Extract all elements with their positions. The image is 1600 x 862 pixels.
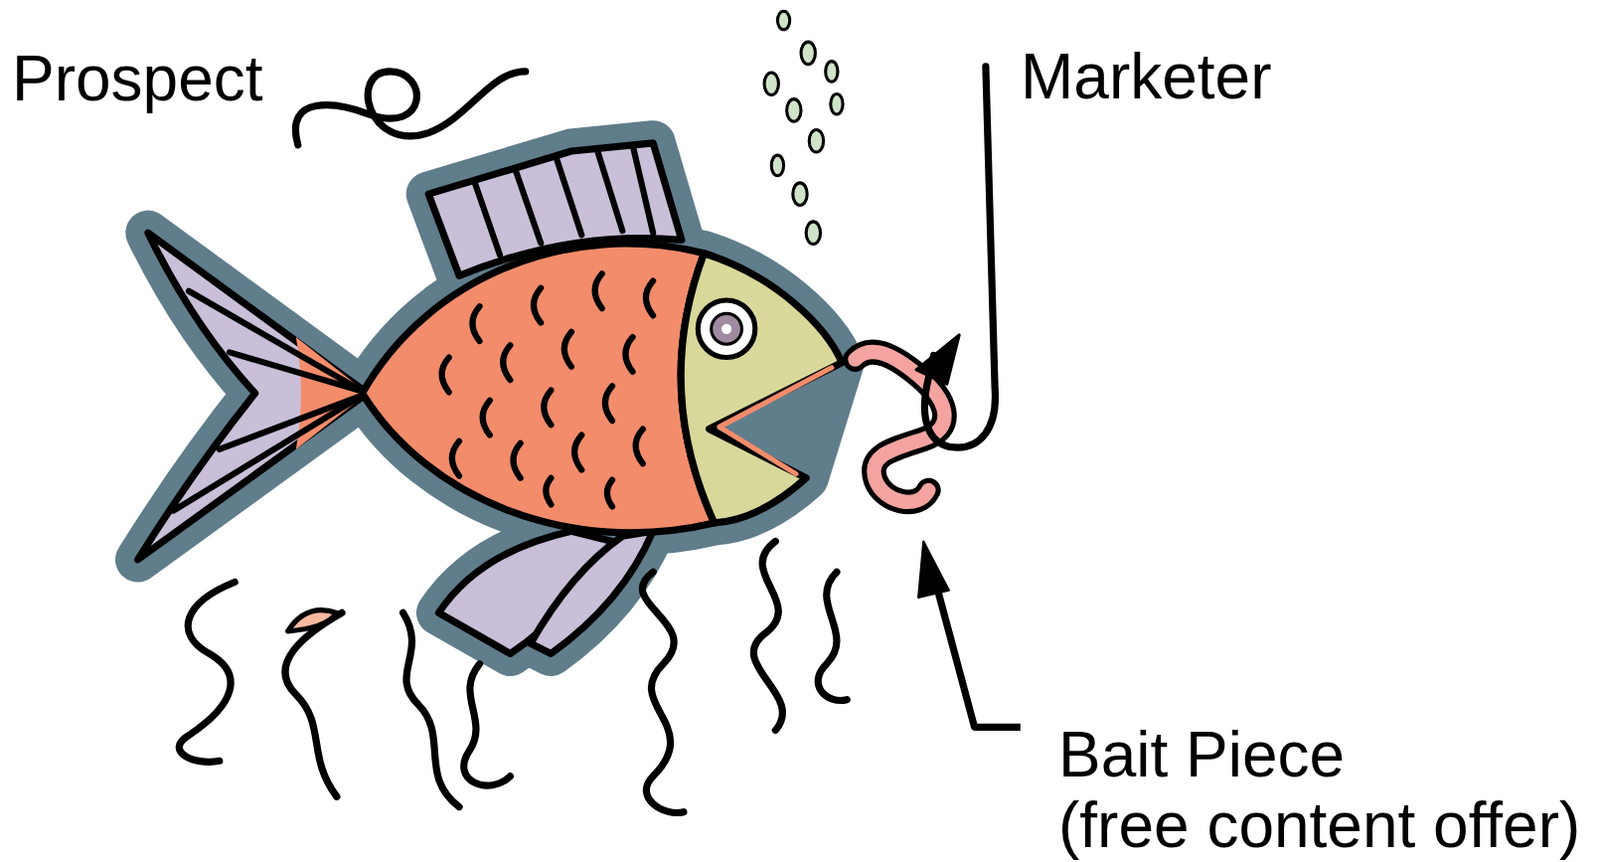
stripe (173, 395, 363, 511)
tail-shadow (138, 232, 368, 560)
body-shadow (362, 243, 843, 533)
bubble (777, 10, 790, 29)
bubble (830, 94, 843, 116)
stripe (188, 291, 363, 392)
scale (574, 435, 582, 471)
scale (645, 280, 653, 316)
squiggle (285, 612, 342, 797)
stripe (633, 145, 654, 233)
water-squiggles (178, 71, 847, 813)
bubbles (764, 10, 843, 244)
leader-arrowhead (918, 540, 950, 597)
scale (605, 385, 613, 421)
scale (564, 331, 572, 367)
hook-barb (916, 334, 960, 384)
squiggle (295, 71, 525, 146)
scale (502, 344, 510, 380)
squiggle (403, 612, 460, 806)
bait-label: Bait Piece (1058, 722, 1345, 787)
bubble (771, 155, 784, 176)
scales (442, 273, 654, 506)
bubble (808, 129, 823, 153)
bubble (825, 61, 838, 83)
pupil (711, 313, 743, 344)
bubble (793, 182, 807, 206)
scale (545, 478, 551, 505)
bubble (764, 72, 779, 96)
scale (625, 336, 633, 372)
squiggle (753, 540, 783, 730)
stripe (229, 351, 362, 391)
scale (442, 357, 450, 393)
scale (472, 306, 480, 341)
scale (452, 441, 460, 477)
stripe (515, 169, 542, 244)
tail-stripes (173, 291, 363, 511)
marketer-label: Marketer (1020, 44, 1273, 109)
scale (512, 443, 520, 479)
fin-stripes (474, 145, 653, 256)
pink-pebble (288, 610, 337, 632)
bubble (805, 221, 820, 245)
scale (543, 389, 551, 425)
bubble (787, 99, 801, 123)
mouth-line (719, 367, 832, 475)
eye (697, 300, 756, 358)
stripe (556, 157, 583, 235)
scale (607, 480, 613, 507)
scale (595, 273, 603, 309)
scale (636, 428, 643, 464)
scale (482, 400, 490, 436)
tail-fin (138, 232, 368, 560)
pupil-dot (721, 323, 732, 334)
scale (533, 288, 541, 323)
squiggle (464, 663, 511, 786)
stripe (474, 181, 500, 256)
prospect-label: Prospect (11, 46, 264, 111)
squiggle (817, 571, 847, 700)
fish-body (362, 243, 715, 533)
bottom-fin (530, 530, 653, 653)
bubble (800, 41, 815, 65)
squiggle (178, 582, 235, 763)
stripe (597, 149, 624, 231)
fish-shadow (138, 143, 842, 654)
fishing-hook (924, 66, 995, 448)
squiggle (641, 571, 684, 812)
fish-head (680, 253, 842, 523)
bait-note: (free content offer) (1058, 793, 1581, 857)
